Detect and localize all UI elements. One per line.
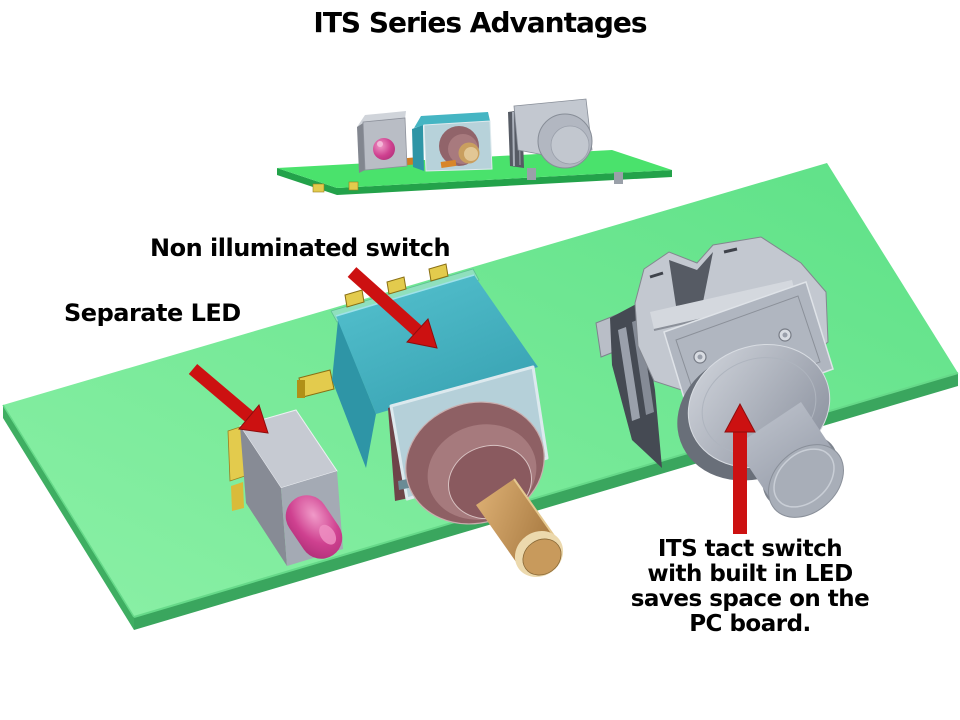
mini-tact-switch <box>508 98 623 184</box>
mini-button <box>550 125 590 165</box>
mini-leg <box>527 168 536 180</box>
tact-screw <box>778 328 792 342</box>
tact-housing-notch <box>669 252 713 306</box>
caption-line: ITS tact switch <box>657 536 843 562</box>
pcb-left-edge <box>3 405 134 630</box>
arrow-to-tact-switch <box>724 402 756 534</box>
caption-line: saves space on the <box>630 586 870 612</box>
led-dome <box>285 495 343 559</box>
mini-solder-pin <box>348 181 359 191</box>
arrowhead <box>406 318 438 349</box>
switch-body-side <box>332 320 376 468</box>
mini-led-dome <box>373 138 395 160</box>
mini-solder-pin <box>312 183 325 193</box>
switch-terminal <box>386 276 407 295</box>
arrow-to-separate-led <box>188 364 269 434</box>
tact-button <box>735 402 844 518</box>
page-title: ITS Series Advantages <box>313 6 647 39</box>
led-body-left <box>240 426 287 566</box>
overview-scene <box>277 98 672 195</box>
non-illuminated-switch-component <box>297 263 564 578</box>
switch-actuator-shaft <box>476 478 564 578</box>
switch-terminal <box>428 263 449 282</box>
tact-screw <box>693 350 707 364</box>
caption-tact-switch: ITS tact switch with built in LED saves … <box>595 537 905 637</box>
arrowhead <box>238 403 269 434</box>
arrow-to-non-illuminated-switch <box>347 267 438 349</box>
caption-line: PC board. <box>689 611 811 637</box>
mini-separate-led <box>357 111 408 173</box>
mini-non-illuminated-switch <box>412 112 493 172</box>
arrowhead <box>724 402 756 433</box>
terminal-end <box>297 380 305 398</box>
label-separate-led: Separate LED <box>64 299 241 327</box>
switch-terminal <box>344 289 365 308</box>
led-lead-pin <box>231 482 244 511</box>
tact-switch-component <box>595 236 844 518</box>
mini-leg <box>614 172 623 184</box>
label-non-illuminated-switch: Non illuminated switch <box>150 234 451 262</box>
caption-line: with built in LED <box>647 561 853 587</box>
